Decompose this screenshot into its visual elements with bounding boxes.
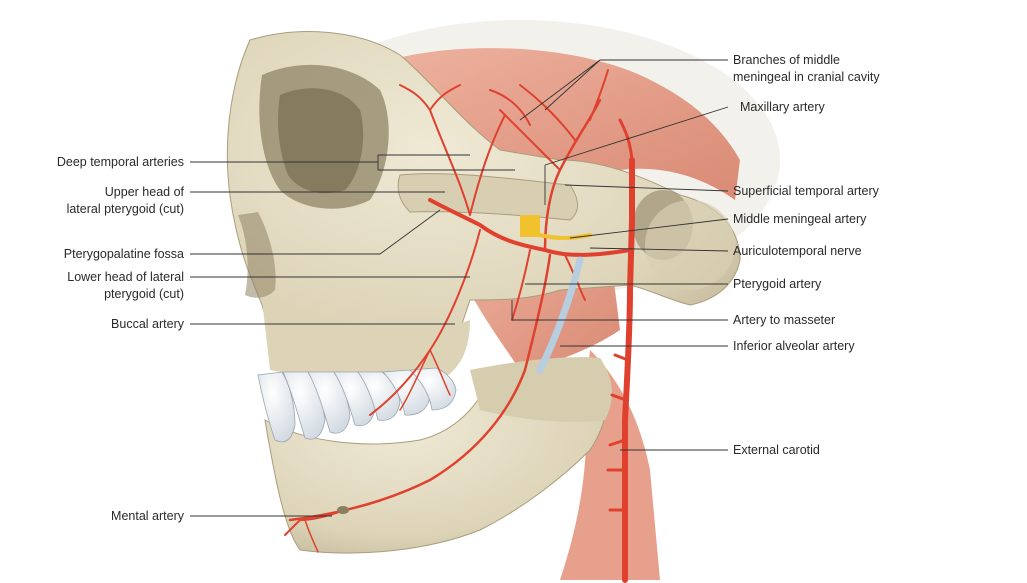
label-pterygopalatine-fossa: Pterygopalatine fossa — [63, 247, 184, 261]
superficial-temporal-path — [618, 118, 634, 162]
label-lower-head-line2: pterygoid (cut) — [104, 287, 184, 301]
orbit-inner — [278, 88, 364, 194]
neck-muscle — [560, 350, 660, 580]
nerve-segment — [520, 215, 540, 237]
label-maxillary-artery: Maxillary artery — [740, 100, 825, 114]
label-branches-line1: Branches of middle — [733, 53, 841, 67]
label-upper-head-line2: lateral pterygoid (cut) — [66, 202, 184, 216]
maxilla — [262, 300, 470, 382]
label-inferior-alveolar-artery: Inferior alveolar artery — [733, 339, 855, 353]
nasal-aperture — [238, 212, 276, 298]
label-branches-middle-meningeal: Branches of middle meningeal in cranial … — [733, 52, 880, 86]
mental-foramen — [337, 506, 349, 514]
label-external-carotid: External carotid — [733, 443, 820, 457]
mandibular-ramus — [470, 357, 612, 422]
label-branches-line2: meningeal in cranial cavity — [733, 70, 880, 84]
label-upper-head-line1: Upper head of — [104, 185, 184, 199]
label-auriculotemporal-nerve: Auriculotemporal nerve — [733, 244, 862, 258]
label-pterygoid-artery: Pterygoid artery — [733, 277, 822, 291]
mental-path — [284, 509, 346, 536]
arteries — [284, 69, 635, 583]
label-artery-to-masseter: Artery to masseter — [733, 313, 836, 327]
label-upper-head-lateral-pterygoid: Upper head of lateral pterygoid (cut) — [67, 184, 184, 218]
temporal-bone — [645, 200, 735, 290]
leader-lines-left — [190, 154, 515, 517]
label-deep-temporal-arteries: Deep temporal arteries — [56, 155, 184, 169]
external-carotid-path — [622, 157, 635, 583]
leader-lines-right — [511, 59, 729, 451]
label-buccal-artery: Buccal artery — [111, 317, 184, 331]
maxillary-path — [428, 198, 632, 257]
label-lower-head-line1: Lower head of lateral — [67, 270, 184, 284]
inferior-alveolar-path — [288, 253, 552, 522]
label-superficial-temporal-artery: Superficial temporal artery — [733, 184, 879, 198]
label-lower-head-lateral-pterygoid: Lower head of lateral pterygoid (cut) — [67, 269, 184, 303]
inferior-alveolar-nerve — [536, 256, 584, 374]
label-mental-artery: Mental artery — [111, 509, 184, 523]
upper-teeth — [257, 367, 457, 443]
label-middle-meningeal-artery: Middle meningeal artery — [733, 212, 867, 226]
